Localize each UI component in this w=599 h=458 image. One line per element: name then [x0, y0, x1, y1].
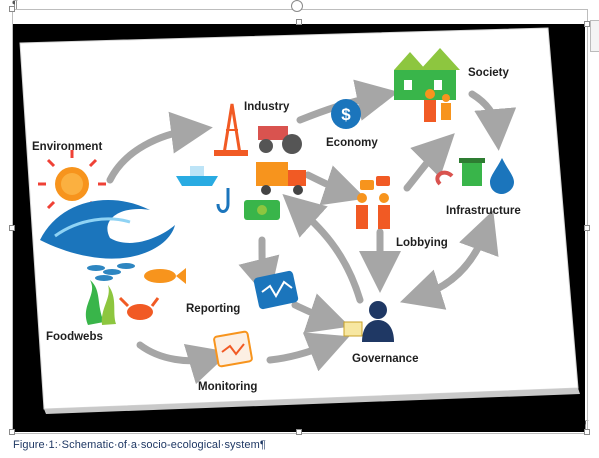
seaweed-icon: [85, 280, 116, 325]
official-icon: [343, 301, 394, 342]
family-icon: [424, 89, 451, 122]
arrow-infrastructure-governance: [399, 228, 490, 310]
arrow-industry-lobbying: [304, 165, 366, 206]
dollar-icon: $: [331, 99, 361, 129]
label-reporting: Reporting: [186, 303, 240, 315]
fish-school-icon: [87, 263, 135, 281]
oil-rig-icon: [214, 103, 248, 156]
label-economy: Economy: [326, 137, 378, 149]
label-environment: Environment: [32, 141, 102, 153]
resize-handle-top-right[interactable]: [584, 21, 590, 27]
wave-icon: [40, 200, 175, 259]
rotate-handle[interactable]: [291, 0, 303, 12]
arrow-reporting-governance: [291, 293, 350, 334]
label-infrastructure: Infrastructure: [446, 205, 521, 217]
arrow-society-infrastructure: [468, 90, 517, 151]
resize-handle-right[interactable]: [584, 225, 590, 231]
resize-handle-top[interactable]: [296, 19, 302, 25]
card-shadow: [44, 388, 580, 414]
dollar-symbol: $: [341, 105, 351, 124]
arrow-environment-industry: [106, 111, 213, 184]
houses-icon: [394, 48, 460, 100]
label-foodwebs: Foodwebs: [46, 331, 103, 343]
label-governance: Governance: [352, 353, 418, 365]
resize-handle-top-left[interactable]: [9, 6, 15, 12]
label-lobbying: Lobbying: [396, 237, 448, 249]
arrow-lobbying-society: [403, 133, 455, 192]
figure-caption: Figure·1:·Schematic·of·a·socio-ecologica…: [13, 439, 266, 451]
label-monitoring: Monitoring: [198, 381, 257, 393]
chart-report-icon: [253, 270, 299, 310]
resize-handle-bottom[interactable]: [296, 429, 302, 435]
label-industry: Industry: [244, 101, 290, 113]
clipboard-icon: [213, 330, 253, 368]
arrow-monitoring-governance: [266, 332, 350, 372]
ship-icon: [176, 166, 218, 186]
truck-icon: [256, 162, 306, 195]
fish-icon: [144, 268, 186, 284]
water-drop-icon: [490, 158, 514, 194]
resize-handle-bottom-right[interactable]: [584, 429, 590, 435]
power-plug-icon: [435, 170, 454, 186]
paragraph-mark-top: ¶: [12, 0, 18, 11]
resize-handle-bottom-left[interactable]: [9, 429, 15, 435]
arrow-foodwebs-monitoring: [136, 341, 231, 385]
resize-handle-left[interactable]: [9, 225, 15, 231]
image-selection-frame[interactable]: [12, 9, 588, 434]
paragraph-mark-bottom: ¶: [583, 419, 589, 431]
label-society: Society: [468, 67, 510, 79]
arrow-governance-industry: [282, 193, 364, 304]
crab-icon: [118, 296, 160, 320]
lobbyists-icon: [356, 176, 390, 229]
tractor-icon: [258, 126, 302, 154]
fishing-hook-icon: [216, 188, 230, 213]
side-panel-tab[interactable]: [590, 20, 599, 52]
recycle-bin-icon: [459, 158, 485, 186]
cash-icon: [244, 200, 280, 220]
